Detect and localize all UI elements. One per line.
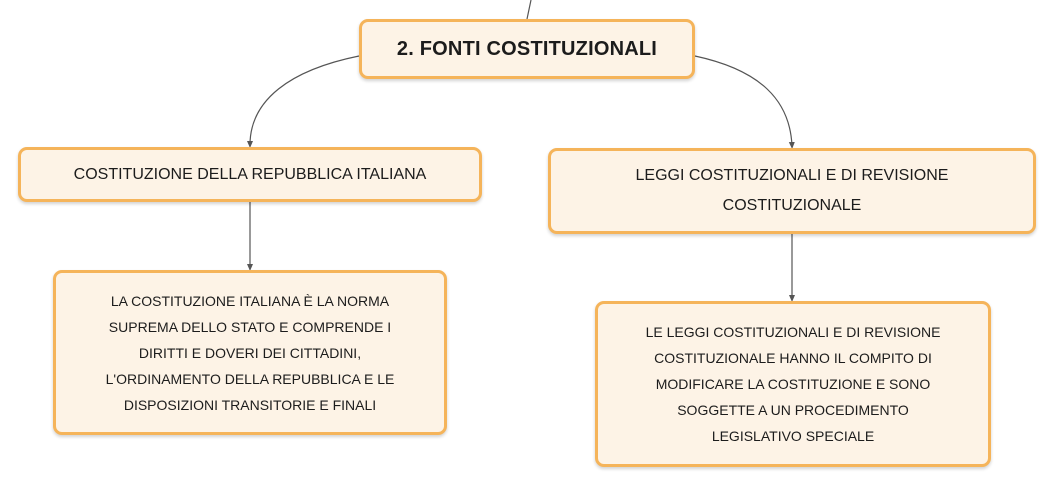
connector-root-to-right	[694, 55, 795, 149]
connector-root-to-left	[247, 55, 360, 148]
topic-node-leggi-costituzionali[interactable]: LEGGI COSTITUZIONALI E DI REVISIONE COST…	[548, 148, 1036, 234]
root-topic-label: 2. FONTI COSTITUZIONALI	[396, 37, 658, 60]
connector-parent-to-root	[526, 0, 532, 20]
root-topic-node[interactable]: 2. FONTI COSTITUZIONALI	[359, 19, 695, 79]
topic-label-leggi-costituzionali: LEGGI COSTITUZIONALI E DI REVISIONE COST…	[635, 167, 949, 214]
subtopic-node-leggi-description[interactable]: LE LEGGI COSTITUZIONALI E DI REVISIONE C…	[595, 301, 991, 467]
subtopic-label-costituzione-description: LA COSTITUZIONE ITALIANA È LA NORMA SUPR…	[105, 292, 395, 413]
topic-label-costituzione: COSTITUZIONE DELLA REPUBBLICA ITALIANA	[73, 165, 427, 183]
subtopic-label-leggi-description: LE LEGGI COSTITUZIONALI E DI REVISIONE C…	[645, 324, 941, 444]
topic-node-costituzione[interactable]: COSTITUZIONE DELLA REPUBBLICA ITALIANA	[18, 147, 482, 202]
subtopic-node-costituzione-description[interactable]: LA COSTITUZIONE ITALIANA È LA NORMA SUPR…	[53, 270, 447, 435]
